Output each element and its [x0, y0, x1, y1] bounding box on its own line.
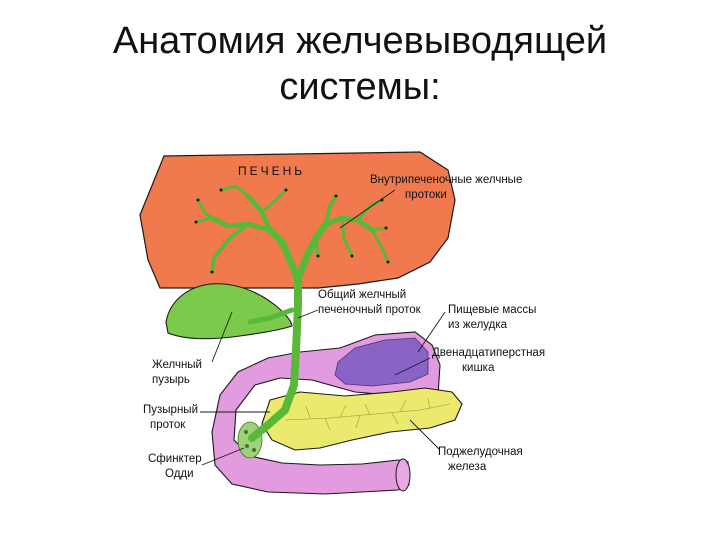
label-cystic-1: Пузырный [143, 404, 198, 416]
pancreas-ducts [284, 397, 451, 431]
bile-duct-dots [194, 188, 390, 274]
leader-lines [200, 189, 446, 466]
label-common-duct-1: Общий желчный [318, 289, 406, 301]
label-cystic-2: проток [150, 419, 186, 431]
label-intrahepatic-1: Внутрипеченочные желчные [370, 174, 522, 186]
label-food-1: Пищевые массы [448, 304, 536, 316]
duodenum-end [395, 458, 411, 492]
gallbladder-shape [165, 283, 293, 340]
label-food-2: из желудка [448, 319, 508, 331]
label-pancreas-1: Поджелудочная [438, 446, 523, 458]
title-line-1: Анатомия желчевыводящей [112, 20, 608, 62]
label-sphincter-2: Одди [165, 468, 194, 480]
pancreas-shape [261, 387, 463, 451]
title-line-2: системы: [279, 66, 441, 108]
label-gallbladder-2: пузырь [152, 374, 190, 386]
label-intrahepatic-2: протоки [405, 189, 447, 201]
label-duodenum-2: кишка [462, 362, 495, 374]
food-mass-shape [334, 337, 429, 387]
label-liver: ПЕЧЕНЬ [238, 164, 305, 178]
label-sphincter-1: Сфинктер [148, 453, 202, 465]
label-common-duct-2: печеночный проток [318, 304, 422, 316]
label-pancreas-2: железа [448, 461, 487, 473]
label-gallbladder-1: Желчный [152, 359, 202, 371]
label-duodenum-1: Двенадцатиперстная [432, 347, 545, 359]
slide-title: Анатомия желчевыводящей системы: [0, 18, 720, 110]
